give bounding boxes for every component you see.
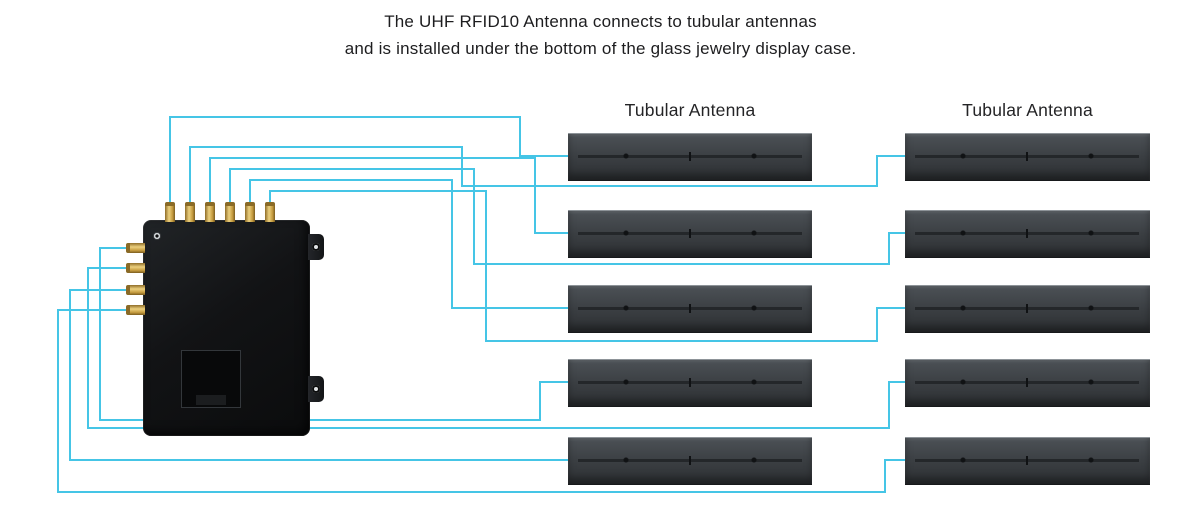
wire-left-row4 [99, 247, 568, 421]
tubular-antenna-right-3 [905, 285, 1150, 333]
wire-right-row4 [87, 267, 905, 429]
tubular-antenna-right-4 [905, 359, 1150, 407]
sma-connector-top-4 [225, 202, 235, 222]
sma-connector-top-6 [265, 202, 275, 222]
ethernet-port [181, 350, 241, 408]
mounting-hole [312, 385, 320, 393]
wire-right-row5 [57, 309, 905, 493]
wire-left-row5 [69, 289, 568, 461]
tubular-antenna-left-5 [568, 437, 812, 485]
caption-line-1: The UHF RFID10 Antenna connects to tubul… [384, 12, 817, 31]
sma-connector-top-5 [245, 202, 255, 222]
right-column-label: Tubular Antenna [962, 100, 1093, 120]
sma-connector-top-1 [165, 202, 175, 222]
sma-connector-side-1 [126, 243, 145, 253]
tubular-antenna-right-5 [905, 437, 1150, 485]
connection-wires [57, 116, 905, 493]
sma-connector-side-2 [126, 263, 145, 273]
tubular-antenna-left-1 [568, 133, 812, 181]
left-column-label: Tubular Antenna [624, 100, 756, 120]
sma-connector-top-2 [185, 202, 195, 222]
wire-right-row3 [269, 190, 905, 342]
tubular-antenna-left-3 [568, 285, 812, 333]
caption-line-2: and is installed under the bottom of the… [344, 39, 857, 59]
rfid-reader-device [143, 220, 324, 436]
mounting-tab-top [308, 234, 324, 260]
tubular-antenna-right-2 [905, 210, 1150, 258]
wire-left-row3 [249, 179, 568, 309]
screw-hole [153, 232, 161, 240]
sma-connector-top-3 [205, 202, 215, 222]
tubular-antenna-left-4 [568, 359, 812, 407]
caption: The UHF RFID10 Antenna connects to tubul… [0, 8, 1201, 62]
wire-left-row2 [209, 157, 568, 234]
wire-right-row1 [189, 146, 905, 207]
sma-connector-side-3 [126, 285, 145, 295]
wire-left-row1 [169, 116, 568, 207]
wire-right-row2 [229, 168, 905, 265]
sma-connector-side-4 [126, 305, 145, 315]
tubular-antenna-right-1 [905, 133, 1150, 181]
mounting-hole [312, 243, 320, 251]
mounting-tab-bottom [308, 376, 324, 402]
tubular-antenna-left-2 [568, 210, 812, 258]
